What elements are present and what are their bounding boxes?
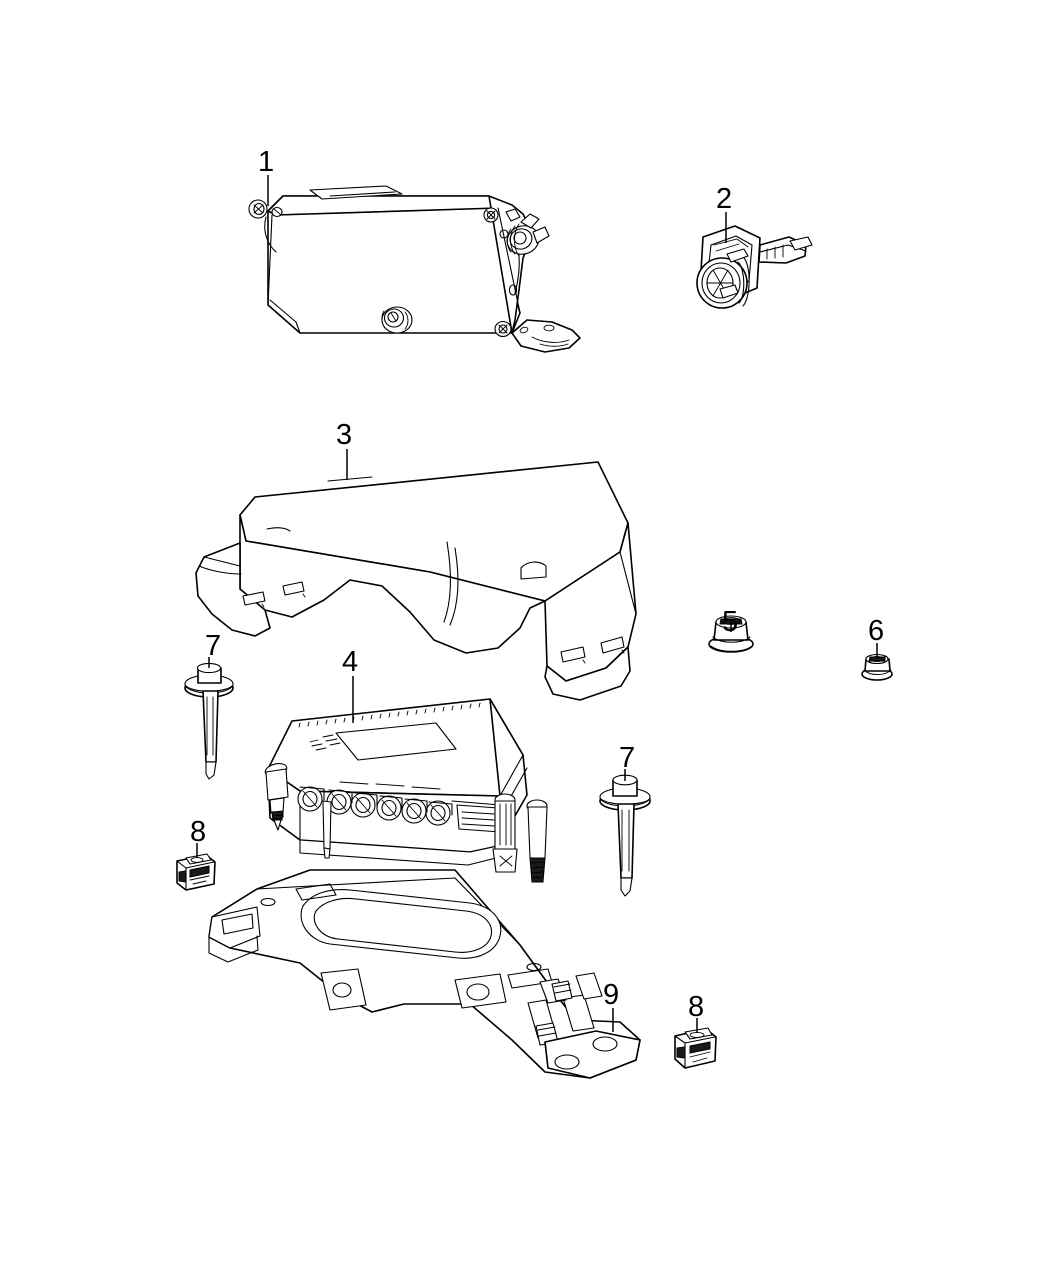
left-mount-post bbox=[264, 763, 289, 831]
callout-number-5: 5 bbox=[722, 606, 739, 638]
part-1-amplifier-module bbox=[248, 185, 581, 353]
part-2-sensor-connector bbox=[696, 225, 813, 309]
part-7b-flange-bolt bbox=[599, 774, 651, 897]
part-3-protective-cover bbox=[195, 461, 637, 701]
mounted-clip-a bbox=[551, 980, 573, 1002]
callout-number-7a: 7 bbox=[205, 630, 222, 662]
part-8b-u-nut-clip bbox=[674, 1027, 717, 1069]
callout-number-1: 1 bbox=[258, 146, 275, 178]
connector-ports bbox=[297, 786, 453, 826]
leader-3-tick bbox=[327, 476, 373, 482]
callout-number-2: 2 bbox=[716, 183, 733, 215]
callout-number-8b: 8 bbox=[688, 991, 705, 1023]
coax-connector-right bbox=[506, 213, 550, 257]
right-mount-posts bbox=[492, 793, 548, 883]
part-4-control-module bbox=[264, 698, 548, 883]
leader-lines bbox=[196, 175, 878, 1033]
callout-number-9: 9 bbox=[603, 979, 620, 1011]
callout-number-7b: 7 bbox=[619, 742, 636, 774]
part-7a-flange-bolt bbox=[184, 662, 234, 780]
callout-number-8a: 8 bbox=[190, 816, 207, 848]
part-9-mounting-bracket bbox=[208, 869, 641, 1079]
callout-number-3: 3 bbox=[336, 419, 353, 451]
coax-connector-center bbox=[381, 306, 413, 334]
alignment-stud bbox=[322, 800, 332, 859]
callout-number-6: 6 bbox=[868, 615, 885, 647]
callout-number-4: 4 bbox=[342, 646, 359, 678]
part-8a-u-nut-clip bbox=[176, 853, 216, 891]
